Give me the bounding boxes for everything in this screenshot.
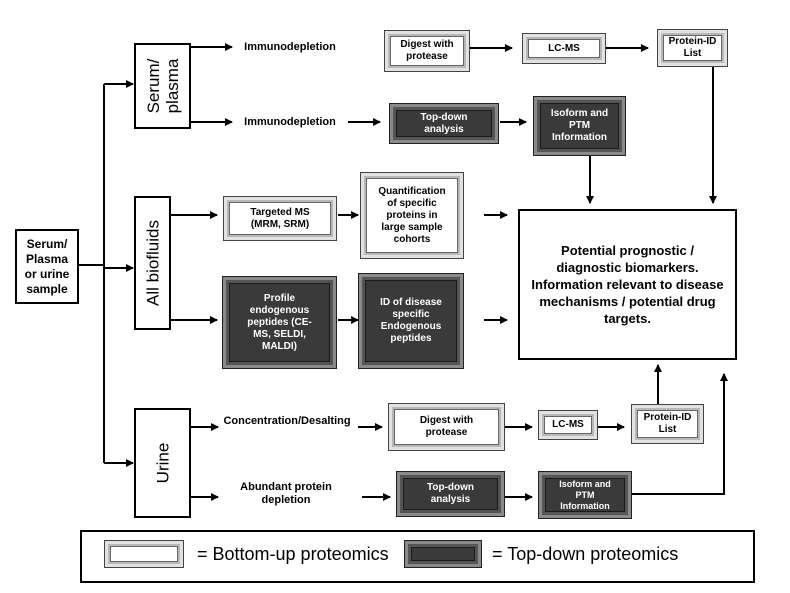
group-urine-label: Urine: [153, 442, 172, 484]
legend-top-down-swatch: [404, 540, 482, 568]
start-sample-box: Serum/ Plasma or urine sample: [15, 229, 79, 304]
serum-protein-id-box: Protein-ID List: [657, 29, 728, 67]
group-serum-plasma: Serum/ plasma: [134, 43, 191, 129]
urine-topdown-box: Top-down analysis: [396, 471, 505, 517]
group-urine: Urine: [134, 408, 191, 518]
serum-isoform-box: Isoform and PTM Information: [533, 96, 626, 156]
legend-bottom-up-swatch: [104, 540, 184, 568]
urine-digest-box: Digest with protease: [388, 403, 505, 451]
urine-abundant-depletion-label: Abundant protein depletion: [240, 481, 332, 506]
serum-immunodepletion-label: Immunodepletion: [244, 41, 336, 53]
serum-digest-box: Digest with protease: [384, 30, 470, 72]
group-serum-plasma-label: Serum/ plasma: [143, 58, 182, 114]
urine-protein-id-box: Protein-ID List: [631, 404, 704, 444]
urine-concentration-label: Concentration/Desalting: [223, 415, 351, 427]
serum-topdown-box: Top-down analysis: [389, 103, 499, 144]
group-all-biofluids: All biofluids: [134, 196, 171, 330]
serum-lcms-box: LC-MS: [522, 33, 606, 64]
id-disease-peptides-box: ID of disease specific Endogenous peptid…: [358, 273, 464, 369]
legend-bottom-up-label: = Bottom-up proteomics: [197, 544, 389, 564]
profile-peptides-box: Profile endogenous peptides (CE- MS, SEL…: [222, 276, 337, 369]
targeted-ms-box: Targeted MS (MRM, SRM): [223, 196, 337, 241]
serum-td-immunodepletion-label: Immunodepletion: [244, 116, 336, 128]
legend-top-down-label: = Top-down proteomics: [492, 544, 679, 564]
outcome-box: Potential prognostic / diagnostic biomar…: [518, 209, 737, 360]
group-all-biofluids-label: All biofluids: [143, 220, 162, 306]
quantification-box: Quantification of specific proteins in l…: [360, 172, 464, 259]
urine-isoform-box: Isoform and PTM Information: [538, 471, 632, 519]
urine-lcms-box: LC-MS: [538, 410, 598, 440]
